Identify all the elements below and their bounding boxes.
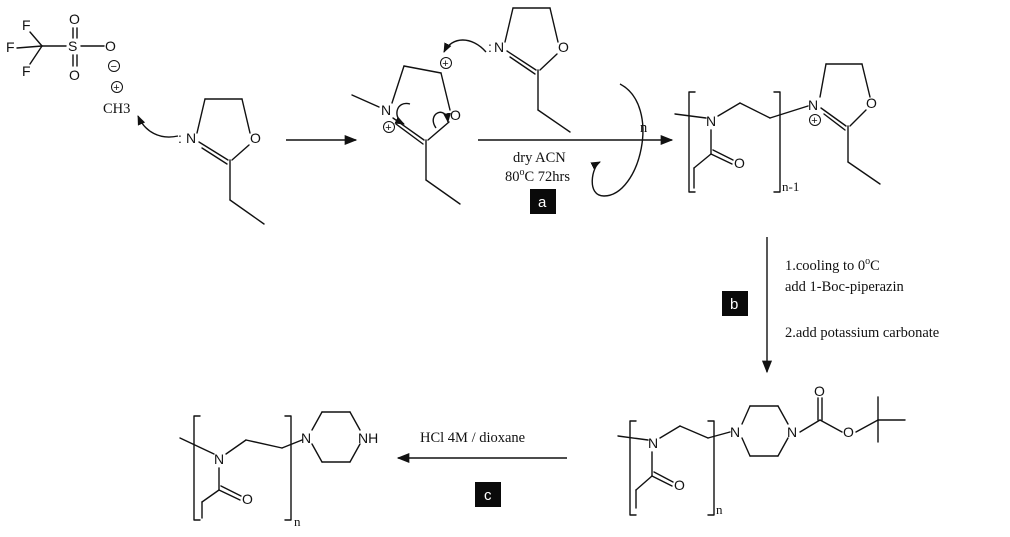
atom-n: N	[301, 430, 311, 446]
ch3-label: CH3	[103, 101, 130, 117]
piperazine-polymer: N O n N NH	[179, 411, 378, 529]
atom-o: O	[242, 491, 253, 507]
attack-arrow-1	[137, 115, 179, 138]
oxazolinium-cation: N + + O	[351, 57, 461, 205]
atom-n: N	[787, 424, 797, 440]
atom-o: O	[558, 39, 569, 55]
repeat-n: n	[716, 502, 723, 517]
step-c-tag-label: c	[484, 487, 492, 504]
step-a-solvent: dry ACN	[513, 150, 566, 166]
atom-o: O	[843, 424, 854, 440]
plus-charge: +	[811, 115, 817, 127]
atom-n: N	[494, 39, 504, 55]
step-b-line1: 1.cooling to 0oC	[785, 256, 880, 274]
step-a-conditions: 80oC 72hrs	[505, 167, 570, 185]
step-b-line3: 2.add potassium carbonate	[785, 325, 939, 341]
atom-s: S	[68, 38, 77, 54]
repeat-n: n	[294, 514, 301, 529]
methyl-triflate: F F F S O O O −	[6, 11, 120, 83]
methyl-cation: + CH3	[103, 81, 130, 117]
step-b-tag	[722, 291, 748, 316]
step-b-tag-label: b	[730, 296, 738, 313]
electron-arrow	[432, 111, 451, 129]
plus-charge: +	[385, 122, 391, 134]
repeat-n-minus-1: n-1	[782, 179, 799, 194]
plus-charge: +	[442, 58, 448, 70]
atom-n: N	[808, 97, 818, 113]
atom-o-bottom: O	[69, 67, 80, 83]
atom-f-left: F	[6, 39, 15, 55]
electron-arrow	[394, 102, 411, 125]
lone-pair: :	[178, 130, 182, 146]
oxazoline-monomer: : N O	[178, 98, 265, 225]
atom-f-top: F	[22, 17, 31, 33]
oxazoline-monomer-2: : N O	[488, 7, 571, 133]
atom-nh: NH	[358, 430, 378, 446]
atom-o-top: O	[69, 11, 80, 27]
atom-o-anion: O	[105, 38, 116, 54]
repeat-n: n	[640, 120, 648, 136]
atom-n: N	[186, 130, 196, 146]
atom-n: N	[648, 435, 658, 451]
step-c-tag	[475, 482, 501, 507]
atom-o: O	[674, 477, 685, 493]
atom-o: O	[450, 107, 461, 123]
step-a-tag	[530, 189, 556, 214]
step-c-reagent: HCl 4M / dioxane	[420, 430, 525, 446]
atom-o: O	[866, 95, 877, 111]
atom-f-bottom: F	[22, 63, 31, 79]
atom-n: N	[730, 424, 740, 440]
atom-o: O	[734, 155, 745, 171]
plus-charge: +	[113, 82, 119, 94]
atom-n: N	[706, 113, 716, 129]
atom-n: N	[214, 451, 224, 467]
living-polymer: N O n-1 N + O	[674, 63, 881, 194]
attack-arrow-2	[443, 39, 487, 53]
step-a-tag-label: a	[538, 194, 547, 211]
atom-o: O	[814, 383, 825, 399]
lone-pair: :	[488, 39, 492, 55]
step-b-line2: add 1-Boc-piperazin	[785, 279, 905, 295]
boc-piperazine-polymer: N O n N N O O	[617, 383, 906, 517]
minus-charge: −	[111, 61, 117, 73]
atom-n: N	[381, 102, 391, 118]
atom-o: O	[250, 130, 261, 146]
repeat-loop-arrow	[590, 83, 644, 197]
